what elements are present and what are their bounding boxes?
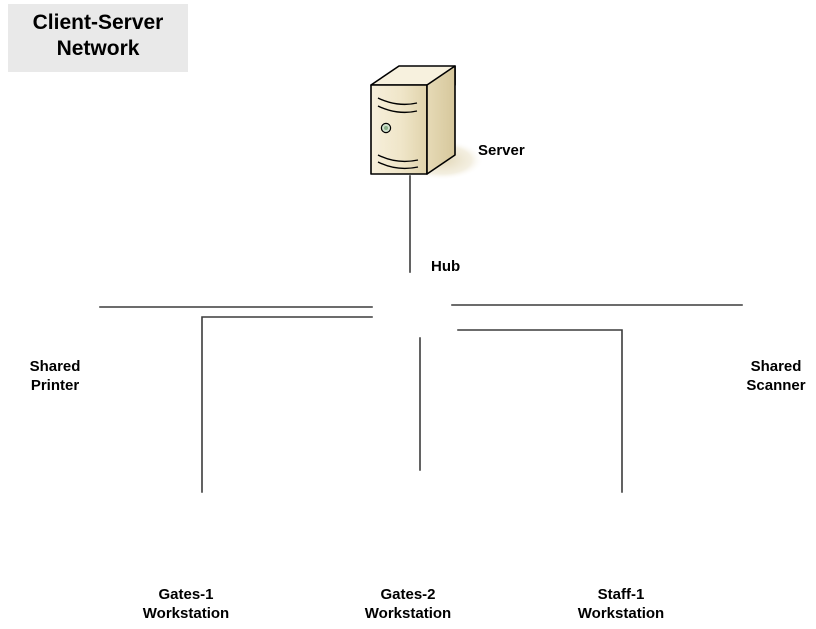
hub-label: Hub	[431, 258, 461, 275]
server-tower-icon	[370, 65, 456, 175]
server-label: Server	[478, 142, 525, 159]
server-node[interactable]	[370, 65, 484, 180]
workstation-gates2-label: Gates-2 Workstation	[364, 586, 452, 622]
workstation-staff1-label: Staff-1 Workstation	[577, 586, 665, 622]
workstation-gates1-label: Gates-1 Workstation	[142, 586, 230, 622]
printer-label: Shared Printer	[29, 358, 81, 394]
cable-layer	[99, 175, 743, 493]
title-box	[8, 4, 188, 72]
cable-gates1-hub	[201, 316, 373, 493]
cable-staff1-hub	[457, 329, 623, 493]
page-title: Client-Server Network	[32, 11, 164, 60]
scanner-label: Shared Scanner	[746, 358, 806, 394]
